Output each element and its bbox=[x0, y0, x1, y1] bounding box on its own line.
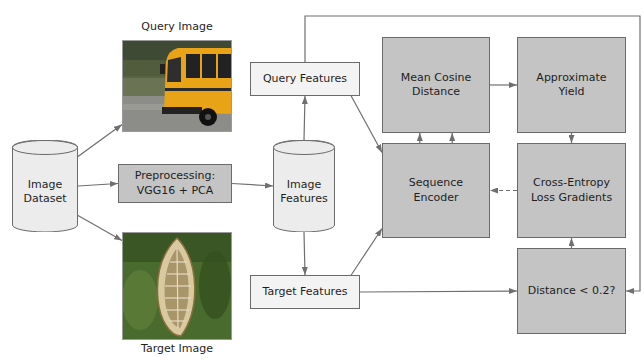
cylinder-body bbox=[274, 140, 335, 232]
flow-arrow bbox=[571, 133, 572, 143]
cylinder-top bbox=[13, 141, 78, 155]
box-label: Image Dataset bbox=[14, 178, 76, 207]
cylinder-top bbox=[274, 141, 335, 155]
process-box: Cross-Entropy Loss Gradients bbox=[517, 143, 626, 238]
flow-arrow bbox=[232, 184, 273, 187]
box-label: Sequence Encoder bbox=[387, 176, 485, 205]
flow-arrow bbox=[419, 133, 420, 143]
flow-arrow bbox=[78, 125, 122, 157]
dashed-arrow bbox=[490, 190, 517, 191]
text-stack: Distance < 0.2? bbox=[528, 284, 616, 298]
bus-photo bbox=[122, 40, 232, 132]
text-stack: Target Features bbox=[263, 285, 348, 299]
database-cylinder: Image Dataset bbox=[12, 140, 78, 232]
data-box: Query Features bbox=[250, 62, 360, 96]
box-label: Mean Cosine Distance bbox=[387, 71, 485, 100]
flow-arrow bbox=[78, 184, 118, 187]
box-label: Distance < 0.2? bbox=[528, 284, 616, 298]
flow-arrow bbox=[304, 232, 305, 275]
text-stack: Mean Cosine Distance bbox=[387, 71, 485, 100]
data-box: Target Features bbox=[250, 275, 360, 309]
canoe-photo bbox=[122, 232, 232, 340]
text-stack: Image Dataset bbox=[14, 178, 76, 207]
flow-arrow bbox=[360, 291, 517, 292]
flow-arrow bbox=[571, 238, 572, 248]
image-heading: Query Image bbox=[103, 20, 251, 33]
text-stack: Query Features bbox=[263, 72, 347, 86]
text-stack: Approximate Yield bbox=[522, 71, 621, 100]
image-frame: Query Image bbox=[122, 40, 232, 132]
text-stack: Image Features bbox=[275, 178, 333, 207]
process-box: Sequence Encoder bbox=[382, 143, 490, 238]
decision-box: Distance < 0.2? bbox=[517, 248, 626, 334]
box-label: Preprocessing: VGG16 + PCA bbox=[123, 169, 227, 198]
box-label: Target Features bbox=[263, 285, 348, 299]
box-label: Approximate Yield bbox=[522, 71, 621, 100]
text-stack: Sequence Encoder bbox=[387, 176, 485, 205]
flow-arrow bbox=[351, 229, 382, 276]
flow-arrow bbox=[304, 96, 305, 140]
process-box: Approximate Yield bbox=[517, 37, 626, 133]
database-cylinder: Image Features bbox=[273, 140, 335, 232]
text-stack: Preprocessing: VGG16 + PCA bbox=[123, 169, 227, 198]
box-label: Cross-Entropy Loss Gradients bbox=[522, 176, 621, 205]
text-stack: Cross-Entropy Loss Gradients bbox=[522, 176, 621, 205]
cylinder-body bbox=[13, 140, 78, 232]
flow-arrow bbox=[452, 133, 453, 143]
flow-arrow bbox=[78, 215, 122, 240]
image-frame: Target Image bbox=[122, 232, 232, 340]
box-label: Image Features bbox=[275, 178, 333, 207]
flow-arrow bbox=[351, 96, 382, 153]
process-box: Mean Cosine Distance bbox=[382, 37, 490, 133]
flow-arrow bbox=[490, 84, 517, 85]
box-label: Query Features bbox=[263, 72, 347, 86]
image-caption: Target Image bbox=[103, 342, 251, 355]
process-box: Preprocessing: VGG16 + PCA bbox=[118, 164, 232, 203]
